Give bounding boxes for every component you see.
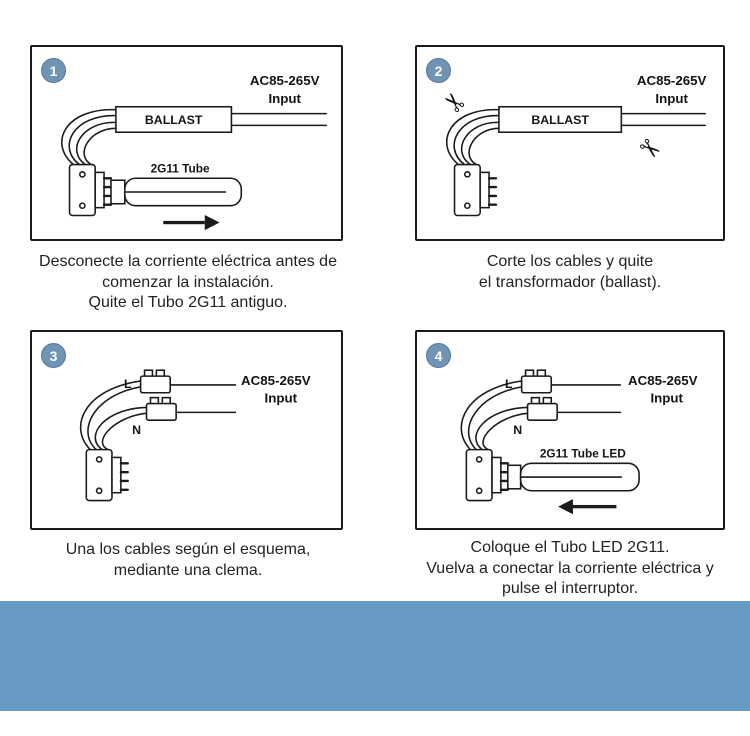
wire-connector-clema — [520, 369, 553, 394]
caption-line: Coloque el Tubo LED 2G11. — [470, 539, 670, 556]
step-4-ac-input-label: AC85-265V — [628, 373, 698, 388]
wire-connector-clema — [526, 396, 558, 421]
lamp-socket — [453, 163, 498, 217]
step-4-input-label: Input — [650, 391, 683, 406]
lamp-socket — [465, 448, 509, 502]
step-4-neutral-label: N — [513, 423, 522, 437]
step-4-wiring — [460, 369, 640, 502]
step-1-ballast-label: BALLAST — [145, 113, 203, 127]
caption-line: Desconecte la corriente eléctrica antes … — [39, 253, 337, 270]
step-1-input-label: Input — [268, 91, 301, 106]
step-4-line-label: L — [505, 377, 513, 391]
scissors-icon: ✂ — [631, 131, 667, 168]
step-2-ballast-label: BALLAST — [531, 113, 589, 127]
step-3-ac-input-label: AC85-265V — [241, 373, 311, 388]
step-3-line-label: L — [124, 377, 132, 391]
step-2-diagram: ✂ ✂ AC85-265V Input BALLAST — [437, 73, 707, 217]
step-2-ac-input-label: AC85-265V — [637, 73, 707, 88]
svg-text:✂: ✂ — [631, 131, 667, 168]
step-1-panel: 1 AC85-265 — [30, 45, 343, 241]
step-3-caption: Una los cables según el esquema, mediant… — [8, 540, 368, 581]
insert-direction-arrow-icon — [558, 499, 617, 515]
step-1-number-badge: 1 — [41, 58, 66, 83]
step-3-panel: 3 — [30, 330, 343, 530]
step-1-diagram: AC85-265V Input BALLAST 2G11 Tube — [61, 73, 327, 231]
step-1-caption: Desconecte la corriente eléctrica antes … — [8, 252, 368, 314]
caption-line: Corte los cables y quite — [486, 253, 654, 270]
step-3-wiring — [79, 369, 237, 502]
wire-connector-clema — [139, 369, 172, 394]
step-1-ac-input-label: AC85-265V — [250, 73, 320, 88]
step-4-caption: Coloque el Tubo LED 2G11. Vuelva a conec… — [392, 538, 748, 600]
step-3-input-label: Input — [265, 391, 298, 406]
step-4-number-badge: 4 — [426, 343, 451, 368]
lamp-socket — [85, 448, 129, 502]
step-4-diagram: L N AC85-265V Input 2G11 Tube LED — [460, 369, 698, 515]
remove-direction-arrow-icon — [163, 215, 220, 231]
bottom-blue-band — [0, 601, 750, 711]
step-2-panel: 2 ✂ ✂ AC85-265V Input BALLAST — [415, 45, 725, 241]
caption-line: el transformador (ballast). — [478, 273, 662, 291]
step-2-input-label: Input — [655, 91, 688, 106]
step-3-diagram: L N AC85-265V Input — [79, 369, 311, 502]
2g11-led-tube — [507, 462, 640, 492]
caption-line: Quite el Tubo 2G11 antiguo. — [88, 294, 288, 311]
ballast-box — [498, 105, 623, 134]
2g11-tube — [110, 177, 243, 207]
step-2-number-badge: 2 — [426, 58, 451, 83]
caption-line: mediante una clema. — [113, 561, 263, 579]
step-1-wiring — [61, 105, 327, 217]
wire-connector-clema — [145, 396, 177, 421]
step-3-neutral-label: N — [132, 423, 141, 437]
step-2-wiring — [446, 105, 707, 217]
caption-line: pulse el interruptor. — [501, 580, 639, 597]
caption-line: comenzar la instalación. — [102, 273, 274, 291]
caption-line: Vuelva a conectar la corriente eléctrica… — [426, 559, 714, 577]
ballast-box — [115, 105, 233, 134]
caption-line: Una los cables según el esquema, — [65, 541, 311, 558]
step-3-number-badge: 3 — [41, 343, 66, 368]
step-2-caption: Corte los cables y quite el transformado… — [420, 252, 720, 293]
step-1-tube-label: 2G11 Tube — [151, 161, 210, 175]
step-4-panel: 4 — [415, 330, 725, 530]
step-4-tube-label: 2G11 Tube LED — [540, 446, 626, 460]
lamp-socket — [68, 163, 113, 217]
